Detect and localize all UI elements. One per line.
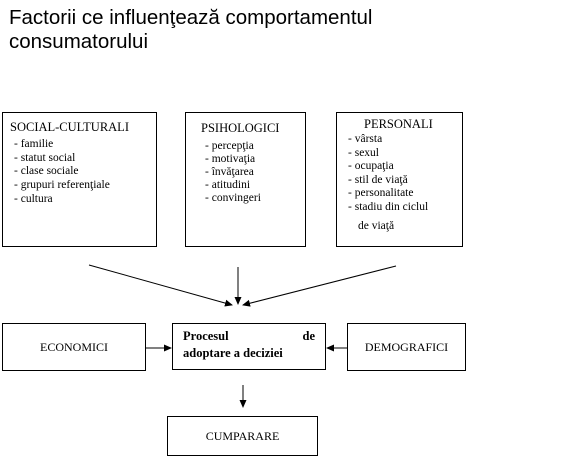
personali-box: PERSONALI vârsta sexul ocupaţia stil de … xyxy=(336,112,463,247)
social-item: cultura xyxy=(14,193,156,207)
pers-item: sexul xyxy=(348,147,462,161)
social-cultural-box: SOCIAL-CULTURALI familie statut social c… xyxy=(2,112,157,247)
procesul-decizie-box: Procesul de adoptare a deciziei xyxy=(172,323,326,370)
pers-item: stil de viaţă xyxy=(348,174,462,188)
diagram-title: Factorii ce influenţează comportamentul … xyxy=(9,6,373,53)
pers-item: personalitate xyxy=(348,187,462,201)
social-cultural-heading: SOCIAL-CULTURALI xyxy=(10,120,129,134)
psiho-item: convingeri xyxy=(205,192,305,205)
procesul-line1: Procesul de xyxy=(183,328,315,345)
psiho-item: percepţia xyxy=(205,140,305,153)
arrow-personali-to-proces xyxy=(242,265,397,307)
pers-item: ocupaţia xyxy=(348,160,462,174)
psihologici-heading: PSIHOLOGICI xyxy=(201,121,280,135)
cumparare-label: CUMPARARE xyxy=(205,428,280,443)
psiho-item: învăţarea xyxy=(205,166,305,179)
pers-item: vârsta xyxy=(348,133,462,147)
economici-label: ECONOMICI xyxy=(40,339,108,354)
social-item: clase sociale xyxy=(14,165,156,179)
personali-heading: PERSONALI xyxy=(364,117,433,131)
personali-list: vârsta sexul ocupaţia stil de viaţă pers… xyxy=(337,133,462,215)
psiho-item: atitudini xyxy=(205,179,305,192)
social-item: grupuri referenţiale xyxy=(14,179,156,193)
pers-item: stadiu din ciclul xyxy=(348,201,462,215)
psihologici-list: percepţia motivaţia învăţarea atitudini … xyxy=(201,140,305,205)
procesul-word: Procesul xyxy=(183,329,229,343)
psihologici-box: PSIHOLOGICI percepţia motivaţia învăţare… xyxy=(185,112,306,247)
arrow-social-to-proces xyxy=(88,264,233,307)
social-item: familie xyxy=(14,138,156,152)
social-item: statut social xyxy=(14,152,156,166)
procesul-line2: adoptare a deciziei xyxy=(183,346,283,360)
psiho-item: motivaţia xyxy=(205,153,305,166)
demografici-box: DEMOGRAFICI xyxy=(347,323,466,371)
economici-box: ECONOMICI xyxy=(2,323,146,371)
de-word: de xyxy=(302,329,316,343)
social-cultural-list: familie statut social clase sociale grup… xyxy=(10,138,156,207)
pers-item-continuation: de viaţă xyxy=(358,219,395,232)
cumparare-box: CUMPARARE xyxy=(167,416,318,456)
demografici-label: DEMOGRAFICI xyxy=(364,339,449,354)
